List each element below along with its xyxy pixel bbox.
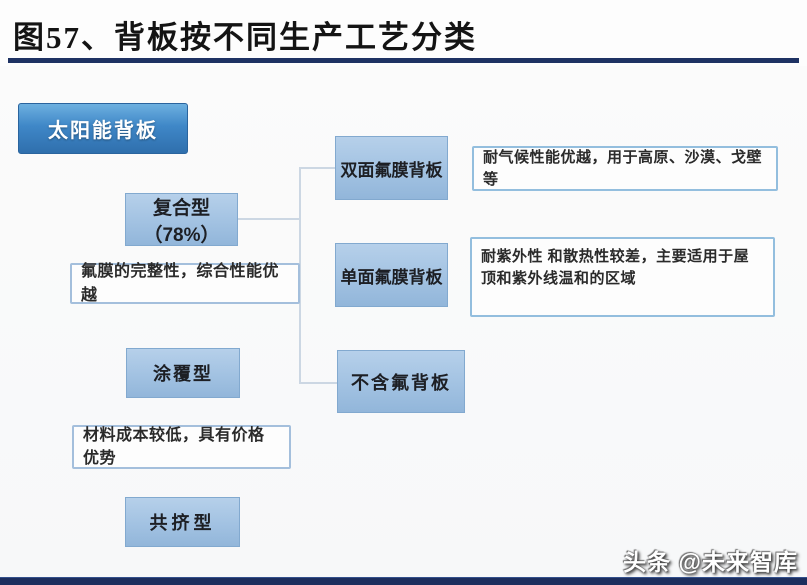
- node-coated-type: 涂覆型: [126, 348, 240, 398]
- node-no-fluorine-label: 不含氟背板: [351, 372, 451, 393]
- bottom-accent-bar: [0, 577, 807, 585]
- desc-coated-type-text: 材料成本较低，具有价格优势: [83, 426, 265, 467]
- watermark-toutiao: 头条 @未来智库: [623, 549, 798, 575]
- node-composite-type-label: 复合型（78%）: [143, 197, 220, 246]
- node-coextruded-type-label: 共挤型: [149, 513, 216, 533]
- connector-to-no-fluorine: [300, 382, 337, 384]
- backsheet-process-diagram: 太阳能背板 复合型（78%） 氟膜的完整性，综合性能优越 涂覆型 材料成本较低，…: [0, 66, 807, 577]
- node-solar-backsheet-label: 太阳能背板: [48, 120, 158, 142]
- connector-to-double-fluorine: [300, 167, 335, 169]
- desc-double-fluorine-text: 耐气候性能优越，用于高原、沙漠、戈壁等: [483, 148, 763, 188]
- node-no-fluorine: 不含氟背板: [337, 350, 465, 413]
- node-double-fluorine: 双面氟膜背板: [335, 136, 448, 200]
- node-solar-backsheet: 太阳能背板: [18, 103, 188, 154]
- desc-double-fluorine: 耐气候性能优越，用于高原、沙漠、戈壁等: [472, 146, 778, 191]
- page-title: 图57、背板按不同生产工艺分类: [13, 20, 477, 55]
- node-composite-type: 复合型（78%）: [125, 193, 238, 246]
- desc-composite-type: 氟膜的完整性，综合性能优越: [70, 263, 300, 304]
- connector-composite-to-bracket: [238, 218, 300, 220]
- desc-single-fluorine: 耐紫外性 和散热性较差，主要适用于屋顶和紫外线温和的区域: [470, 237, 775, 317]
- desc-single-fluorine-text: 耐紫外性 和散热性较差，主要适用于屋顶和紫外线温和的区域: [481, 248, 750, 287]
- node-coextruded-type: 共挤型: [125, 497, 240, 547]
- desc-coated-type: 材料成本较低，具有价格优势: [72, 425, 291, 469]
- node-double-fluorine-label: 双面氟膜背板: [340, 160, 443, 180]
- node-coated-type-label: 涂覆型: [153, 364, 213, 384]
- node-single-fluorine-label: 单面氟膜背板: [340, 267, 443, 287]
- title-underline-rule: [8, 58, 799, 63]
- desc-composite-type-text: 氟膜的完整性，综合性能优越: [81, 263, 280, 304]
- node-single-fluorine: 单面氟膜背板: [335, 243, 448, 307]
- connector-vertical-bracket: [299, 167, 301, 384]
